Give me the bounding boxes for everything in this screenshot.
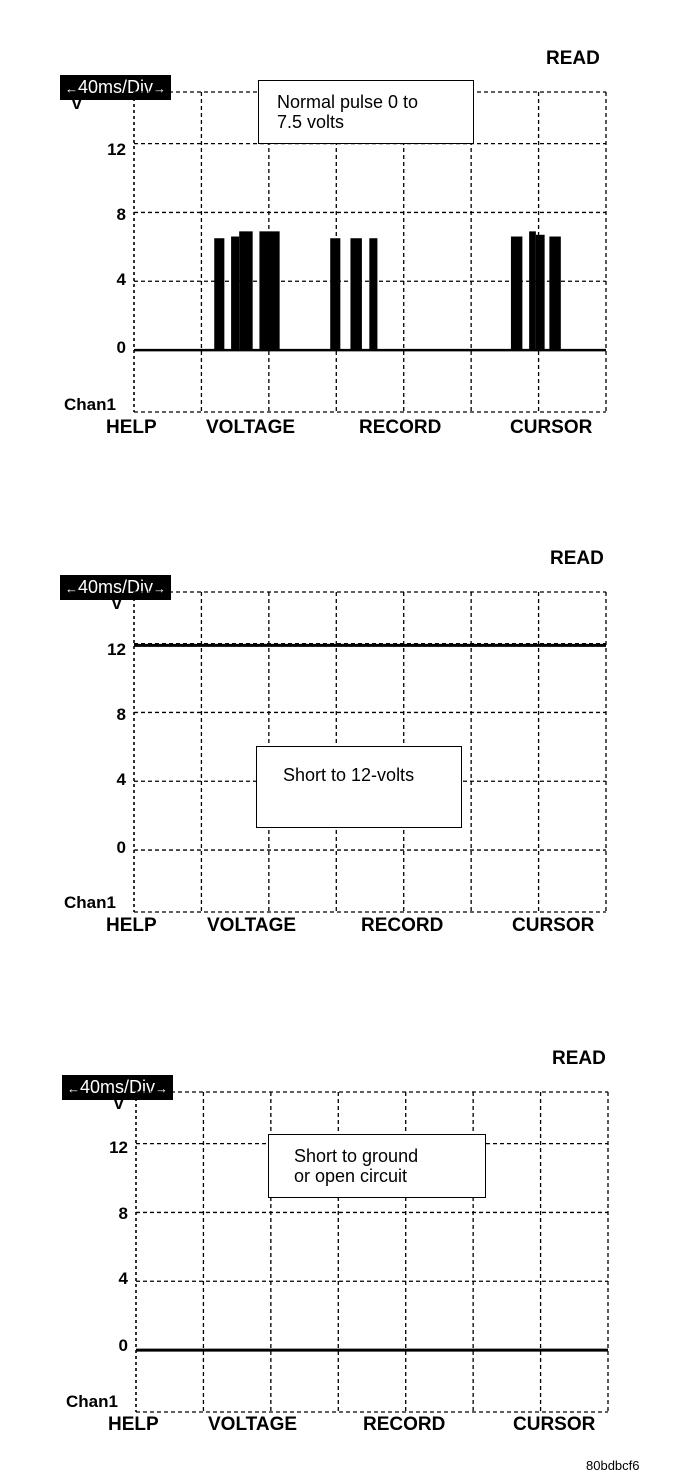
pulse-bar (510, 236, 523, 351)
help-key[interactable]: HELP (108, 1414, 159, 1435)
read-status: READ (552, 1048, 606, 1069)
y-tick-label: 12 (109, 1138, 128, 1157)
pulse-bar (549, 236, 561, 351)
annotation-line: Normal pulse 0 to (277, 92, 419, 112)
help-key[interactable]: HELP (106, 915, 157, 936)
left-arrow-icon: ← (67, 1081, 80, 1096)
y-tick-label: 12 (107, 140, 126, 159)
record-key[interactable]: RECORD (359, 417, 442, 438)
annotation-box: Short to 12-volts (256, 746, 462, 828)
record-key[interactable]: RECORD (361, 915, 444, 936)
scope-plot (133, 91, 607, 413)
annotation-line: Short to ground (294, 1146, 419, 1166)
scope-panel-2: READ ←40ms/Div→ v 12 8 4 0 Chan1 Short t… (0, 510, 688, 950)
y-unit-label: v (114, 1094, 124, 1113)
pulse-bar (350, 238, 362, 351)
scope-plot (133, 591, 607, 913)
channel-label: Chan1 (64, 395, 116, 414)
scope-panel-1: READ ←40ms/Div→ v 12 8 4 0 Chan1 Normal … (0, 10, 688, 450)
read-status: READ (546, 48, 600, 69)
help-key[interactable]: HELP (106, 417, 157, 438)
channel-label: Chan1 (64, 893, 116, 912)
y-tick-label: 8 (116, 205, 126, 224)
pulse-bar (369, 238, 378, 351)
left-arrow-icon: ← (65, 81, 78, 96)
y-tick-label: 8 (118, 1204, 128, 1223)
pulse-bar (214, 238, 225, 351)
annotation-box: Normal pulse 0 to 7.5 volts (258, 80, 474, 144)
figure-code: 80bdbcf6 (586, 1458, 640, 1473)
y-tick-label: 0 (116, 338, 126, 357)
y-unit-label: v (72, 94, 82, 113)
cursor-key[interactable]: CURSOR (510, 417, 593, 438)
channel-label: Chan1 (66, 1392, 118, 1411)
cursor-key[interactable]: CURSOR (513, 1414, 596, 1435)
y-unit-label: v (112, 594, 122, 613)
y-tick-label: 8 (116, 705, 126, 724)
voltage-key[interactable]: VOLTAGE (206, 417, 296, 438)
pulse-bar (239, 231, 253, 351)
pulse-bar (330, 238, 341, 351)
pulse-bar (231, 236, 240, 351)
scope-panel-3: READ ←40ms/Div→ v 12 8 4 0 Chan1 Short t… (0, 1010, 688, 1450)
pulse-bar (529, 231, 536, 351)
voltage-key[interactable]: VOLTAGE (208, 1414, 298, 1435)
record-key[interactable]: RECORD (363, 1414, 446, 1435)
y-tick-label: 4 (116, 270, 126, 289)
annotation-line: Short to 12-volts (283, 765, 415, 785)
timebase-label: ←40ms/Div→ (60, 575, 172, 600)
annotation-line: or open circuit (294, 1166, 408, 1186)
pulse-bar (259, 231, 280, 351)
scope-plot (135, 1091, 609, 1413)
read-status: READ (550, 548, 604, 569)
pulse-bar (535, 234, 545, 351)
annotation-line: 7.5 volts (277, 112, 345, 132)
annotation-box: Short to ground or open circuit (268, 1134, 486, 1198)
timebase-label: ←40ms/Div→ (60, 75, 172, 100)
y-tick-label: 4 (116, 770, 126, 789)
cursor-key[interactable]: CURSOR (512, 915, 595, 936)
y-tick-label: 4 (118, 1269, 128, 1288)
left-arrow-icon: ← (65, 581, 78, 596)
voltage-key[interactable]: VOLTAGE (207, 915, 297, 936)
y-tick-label: 12 (107, 640, 126, 659)
y-tick-label: 0 (116, 838, 126, 857)
y-tick-label: 0 (118, 1336, 128, 1355)
